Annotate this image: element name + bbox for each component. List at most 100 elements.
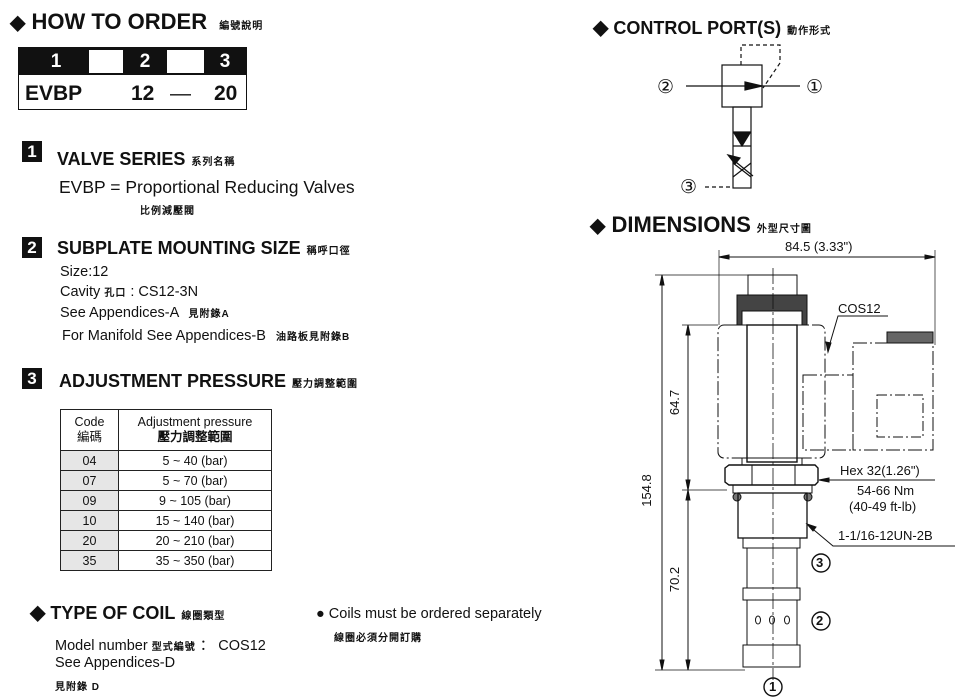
see-appendix-d: See Appendices-D — [55, 655, 176, 671]
order-dash: — — [170, 82, 191, 105]
heading-zh: 系列名稱 — [191, 157, 236, 168]
lower-height-dimension: 70.2 — [667, 566, 683, 593]
valve-series-description: EVBP = Proportional Reducing Valves — [59, 177, 355, 197]
knurled-nut — [736, 294, 808, 326]
valve-series-description-zh: 比例減壓閥 — [140, 206, 195, 217]
armature-tube — [746, 324, 798, 463]
torque-ftlb: (40-49 ft-lb) — [849, 499, 917, 514]
coil-outline — [717, 324, 826, 459]
connector-plug — [852, 342, 934, 451]
cartridge-body — [746, 547, 798, 589]
cavity-zh: 孔口 — [104, 288, 127, 299]
range-cell: 5 ~ 70 (bar) — [118, 470, 272, 491]
heading-zh: 線圈類型 — [181, 611, 226, 622]
bullet-icon: ● — [316, 606, 325, 622]
manifold-zh: 油路板見附錄B — [275, 332, 351, 343]
size-text: Size:12 — [60, 264, 109, 280]
heading-text: VALVE SERIES — [57, 149, 186, 169]
code-header-text: Code — [74, 415, 105, 429]
how-to-order-heading: ◆ HOW TO ORDER 編號說明 — [10, 9, 263, 35]
control-ports-heading: ◆ CONTROL PORT(S) 動作形式 — [593, 15, 831, 40]
see-appendix-d-zh: 見附錄 D — [55, 682, 100, 693]
code-cell: 09 — [60, 490, 119, 511]
manifold-text: For Manifold See Appendices-B — [62, 328, 266, 344]
code-cell: 10 — [60, 510, 119, 531]
upper-height-dimension: 64.7 — [667, 389, 683, 416]
order-slot-1: 1 — [50, 51, 62, 72]
code-cell: 35 — [60, 550, 119, 571]
pressure-header-zh: 壓力調整範圍 — [157, 430, 233, 444]
hex-nut — [724, 464, 819, 486]
coil-note-text: Coils must be ordered separately — [328, 606, 542, 622]
solenoid-body — [732, 106, 752, 189]
order-code-box: 1 2 3 EVBP 12 — 20 — [18, 47, 247, 110]
hex-callout: Hex 32(1.26") — [840, 463, 920, 478]
code-cell: 07 — [60, 470, 119, 491]
diamond-icon: ◆ — [593, 17, 609, 39]
order-value-series: EVBP — [25, 82, 83, 105]
diamond-icon: ◆ — [590, 215, 606, 237]
valve-envelope — [721, 64, 763, 108]
cavity-line: Cavity 孔口 : CS12-3N — [60, 284, 198, 300]
heading-zh: 動作形式 — [787, 26, 832, 37]
cavity-value: : CS12-3N — [130, 284, 199, 300]
valve-series-heading: VALVE SERIES 系列名稱 — [57, 149, 235, 170]
type-of-coil-heading: ◆ TYPE OF COIL 線圈類型 — [30, 600, 225, 625]
order-blank-slot — [89, 50, 123, 73]
adjustment-pressure-heading: ADJUSTMENT PRESSURE 壓力調整範圍 — [59, 371, 358, 392]
heading-zh: 壓力調整範圍 — [292, 379, 359, 390]
torque-nm: 54-66 Nm — [857, 483, 915, 498]
section-number-2: 2 — [22, 237, 42, 258]
coil-note: ● Coils must be ordered separately — [316, 606, 542, 622]
see-appendix-a-zh: 見附錄A — [188, 309, 230, 320]
order-slot-2: 2 — [139, 51, 151, 72]
diamond-icon: ◆ — [30, 602, 46, 624]
model-zh: 型式編號 — [151, 642, 196, 653]
model-label: Model number — [55, 638, 148, 654]
connector-housing — [802, 374, 854, 451]
code-cell: 04 — [60, 450, 119, 471]
dim-port-3: 3 — [816, 555, 824, 570]
heading-text: DIMENSIONS — [611, 212, 751, 237]
model-value: ： COS12 — [199, 638, 266, 654]
range-cell: 20 ~ 210 (bar) — [118, 530, 272, 551]
thread-body — [737, 492, 808, 539]
code-header-zh: 編碼 — [76, 430, 102, 444]
heading-zh: 外型尺寸圖 — [756, 224, 812, 235]
pilot-line — [740, 44, 781, 89]
code-cell: 20 — [60, 530, 119, 551]
dim-port-1: 1 — [769, 679, 777, 694]
cavity-label: Cavity — [60, 284, 101, 300]
dim-port-2: 2 — [816, 613, 824, 628]
total-height-dimension: 154.8 — [638, 474, 654, 507]
order-slot-3: 3 — [219, 51, 231, 72]
heading-text: ADJUSTMENT PRESSURE — [59, 371, 287, 391]
variable-arrow-icon — [726, 153, 742, 165]
order-value-size: 12 — [131, 82, 155, 105]
thread-callout: 1-1/16-12UN-2B — [838, 528, 933, 543]
heading-text: HOW TO ORDER — [31, 9, 208, 34]
flow-arrow-icon — [744, 81, 763, 91]
pressure-header-text: Adjustment pressure — [137, 415, 253, 429]
coil-callout: COS12 — [838, 301, 881, 316]
model-number-line: Model number 型式編號 ： COS12 — [55, 634, 266, 655]
adjust-knob — [747, 274, 798, 296]
connector-pins — [886, 331, 934, 344]
heading-text: TYPE OF COIL — [50, 603, 176, 623]
section-number-1: 1 — [22, 141, 42, 162]
manifold-line: For Manifold See Appendices-B 油路板見附錄B — [62, 328, 350, 344]
port-1-label: ① — [806, 77, 824, 98]
width-dimension: 84.5 (3.33") — [785, 239, 853, 254]
see-appendix-a-line: See Appendices-A 見附錄A — [60, 305, 230, 321]
coil-note-zh: 線圈必須分開訂購 — [334, 633, 422, 644]
heading-text: CONTROL PORT(S) — [613, 18, 782, 38]
